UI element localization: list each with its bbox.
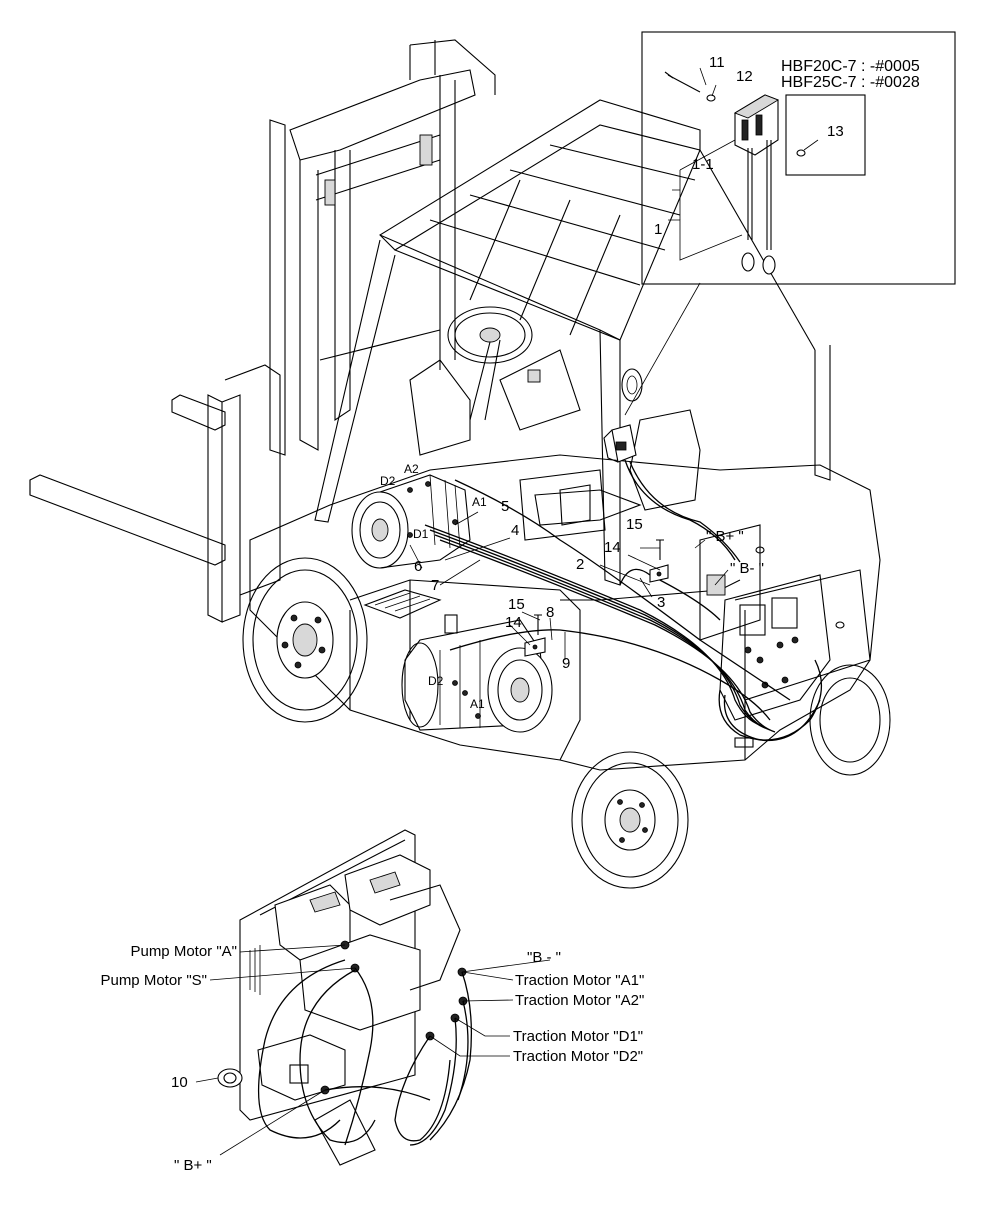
callout-1-1: 1-1 (692, 156, 714, 173)
callout-14-upper: 14 (604, 539, 621, 556)
battery-connector-on-truck (603, 424, 637, 463)
callout-12: 12 (736, 68, 753, 85)
callout-8: 8 (546, 604, 555, 621)
callout-7: 7 (431, 577, 440, 594)
callout-5: 5 (501, 498, 510, 515)
terminal-d2-pump: D2 (380, 474, 396, 488)
callout-6: 6 (414, 558, 423, 575)
terminal-a1-pump: A1 (472, 495, 487, 509)
rear-wheel (571, 664, 891, 889)
traction-motor-d1-label: Traction Motor "D1" (513, 1028, 644, 1045)
b-minus-label-controller: "B - " (527, 949, 561, 966)
traction-motor-a1-label: Traction Motor "A1" (515, 972, 645, 989)
terminal-a2-pump: A2 (404, 462, 419, 476)
b-plus-label-truck: " B+ " (706, 528, 744, 545)
pump-motor-s-label: Pump Motor "S" (100, 972, 207, 989)
terminal-d1-pump: D1 (413, 527, 429, 541)
callout-14-lower: 14 (505, 614, 522, 631)
forks (29, 364, 281, 623)
callout-4: 4 (511, 522, 520, 539)
traction-motor (401, 614, 553, 733)
callout-2: 2 (576, 556, 585, 573)
controller-detail (195, 829, 551, 1166)
callout-13: 13 (827, 123, 844, 140)
inset-detail (641, 31, 956, 285)
model-note-2: HBF25C-7 : -#0028 (781, 74, 920, 91)
callout-15-upper: 15 (626, 516, 643, 533)
traction-motor-a2-label: Traction Motor "A2" (515, 992, 645, 1009)
traction-motor-d2-label: Traction Motor "D2" (513, 1048, 644, 1065)
callout-1: 1 (654, 221, 663, 238)
mast (269, 39, 496, 456)
model-note-1: HBF20C-7 : -#0005 (781, 58, 920, 75)
pump-motor (351, 474, 471, 569)
callout-10: 10 (171, 1074, 188, 1091)
truck-leader-lines (409, 282, 729, 660)
callout-9: 9 (562, 655, 571, 672)
terminal-a1-traction: A1 (470, 697, 485, 711)
front-wheel (242, 557, 368, 723)
terminal-d2-traction: D2 (428, 674, 444, 688)
b-minus-label-truck: " B- " (730, 560, 764, 577)
pump-motor-a-label: Pump Motor "A" (130, 943, 237, 960)
steering-wheel (409, 306, 581, 456)
b-plus-label-controller: " B+ " (174, 1157, 212, 1174)
callout-15-lower: 15 (508, 596, 525, 613)
cable-bundle (424, 459, 823, 742)
callout-3: 3 (657, 594, 666, 611)
callout-11: 11 (709, 54, 725, 71)
truck-body (249, 409, 881, 771)
